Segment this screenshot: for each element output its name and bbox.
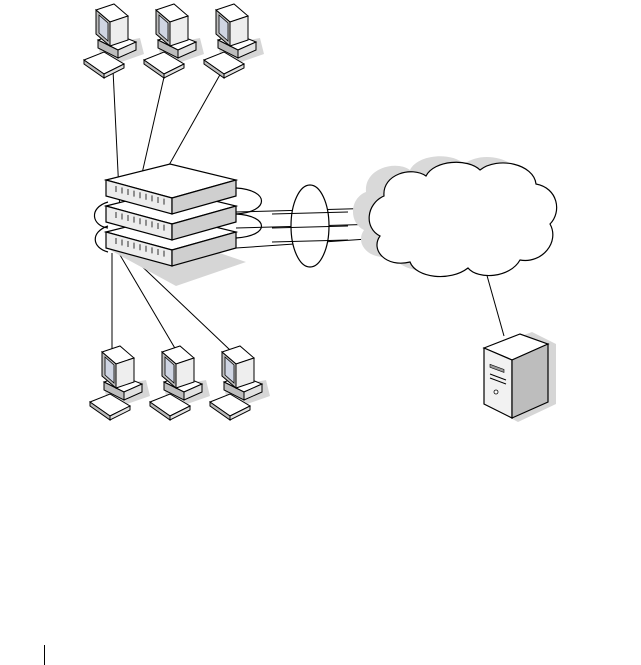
workstation-icon bbox=[210, 346, 270, 420]
server-tower-icon bbox=[484, 332, 556, 422]
switch-stack-icon bbox=[94, 164, 261, 286]
workstation-icon bbox=[204, 4, 264, 78]
page-margin-marker bbox=[44, 645, 45, 665]
workstation-icon bbox=[90, 346, 150, 420]
link-aggregation-ellipse bbox=[291, 185, 329, 267]
cloud-icon bbox=[353, 156, 557, 276]
workstation-icon bbox=[150, 346, 210, 420]
workstation-icon bbox=[84, 4, 144, 78]
workstation-icon bbox=[144, 4, 204, 78]
